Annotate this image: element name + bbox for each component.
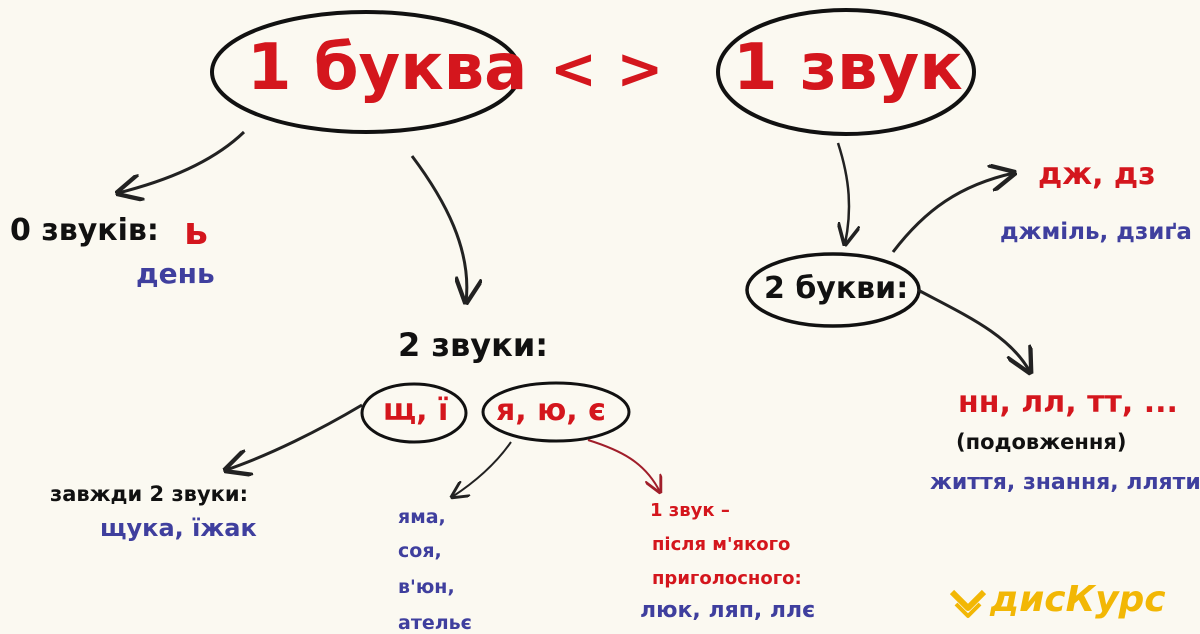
arrow-to-one-sound	[587, 439, 660, 492]
digraphs: дж, дз	[1038, 157, 1156, 192]
relation-sign: < >	[550, 37, 664, 102]
arrow-to-doubled	[917, 288, 1030, 372]
oval-sound	[716, 8, 976, 136]
always-two-examples: щука, їжак	[100, 514, 257, 542]
oval-shch-yi	[360, 382, 468, 444]
digraph-examples: джміль, дзиґа	[1000, 219, 1192, 245]
arrow-to-two-letters	[838, 142, 849, 244]
logo-text: дисКурс	[990, 579, 1166, 620]
one-sound-note-line: 1 звук –	[650, 500, 730, 521]
example-word: в'юн,	[398, 576, 455, 598]
arrow-to-zero-sounds	[118, 130, 246, 193]
two-letters-label: 2 букви:	[764, 271, 909, 306]
soft-sign: ь	[184, 209, 209, 253]
zero-sounds-label: 0 звуків:	[10, 213, 159, 248]
example-word: яма,	[398, 506, 446, 528]
one-sound-examples: люк, ляп, ллє	[640, 598, 816, 623]
logo-chevron-icon	[950, 589, 986, 618]
oval-ya-yu-ye	[481, 381, 631, 443]
zero-sounds-example: день	[136, 257, 215, 290]
example-word: ательє	[398, 612, 472, 634]
shch-yi-letters: щ, ї	[383, 393, 449, 428]
letter-heading: 1 буква	[247, 31, 528, 105]
doubled-examples: життя, знання, лляти	[930, 470, 1200, 495]
arrow-to-two-sounds	[410, 155, 467, 302]
doubled-note: (подовження)	[956, 430, 1127, 454]
two-sounds-label: 2 звуки:	[398, 326, 549, 364]
example-word: соя,	[398, 540, 442, 562]
always-two-label: завжди 2 звуки:	[50, 482, 249, 506]
arrow-to-examples	[452, 441, 512, 497]
doubled-letters: нн, лл, тт, ...	[958, 385, 1178, 420]
arrow-to-always-two	[226, 403, 363, 470]
sound-heading: 1 звук	[733, 31, 963, 105]
one-sound-note-line: після м'якого	[652, 534, 791, 555]
ya-yu-ye-letters: я, ю, є	[496, 393, 606, 428]
arrow-to-digraphs	[891, 173, 1014, 253]
one-sound-note-line: приголосного:	[652, 568, 802, 589]
oval-letter	[210, 10, 522, 134]
